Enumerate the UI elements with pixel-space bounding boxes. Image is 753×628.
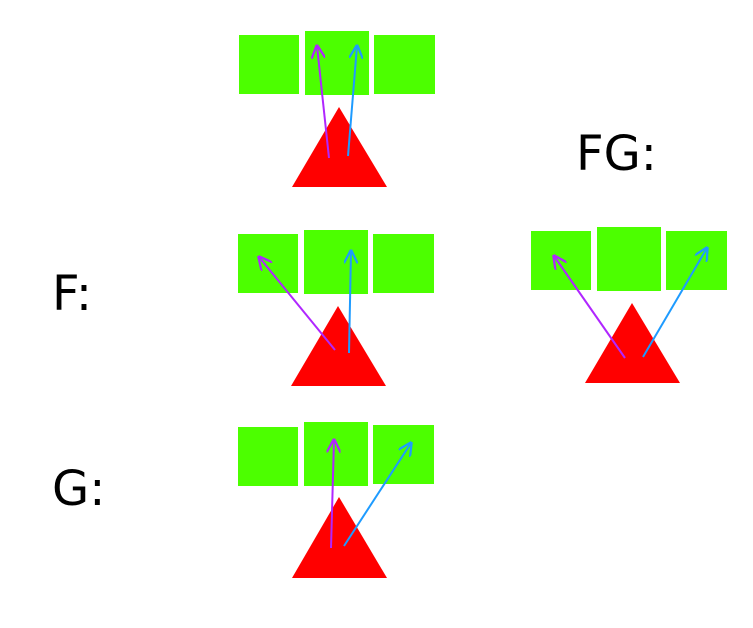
square-center	[597, 227, 661, 291]
triangle	[291, 306, 386, 386]
label-g: G:	[52, 461, 105, 517]
panel-fg	[531, 227, 727, 383]
triangle	[292, 497, 387, 578]
triangle	[292, 107, 387, 187]
square-left	[238, 427, 298, 486]
arrow-blue	[349, 251, 351, 354]
square-center	[304, 422, 368, 486]
square-left	[531, 231, 591, 290]
triangle	[585, 303, 680, 383]
arrow-blue	[347, 46, 357, 157]
arrow-blue	[343, 443, 411, 547]
arrow-blue	[642, 248, 707, 358]
square-left	[238, 234, 298, 293]
square-right	[374, 35, 435, 94]
panel-top	[239, 31, 435, 187]
arrow-purple	[317, 46, 330, 159]
arrow-purple	[554, 256, 626, 359]
arrow-purple	[259, 257, 336, 351]
square-center	[305, 31, 369, 95]
square-right	[666, 231, 727, 290]
square-center	[304, 230, 368, 294]
label-fg: FG:	[576, 126, 657, 182]
arrow-purple	[331, 440, 334, 549]
panel-g	[238, 422, 434, 578]
panel-f	[238, 230, 434, 386]
label-f: F:	[52, 266, 92, 322]
square-right	[373, 234, 434, 293]
square-left	[239, 35, 299, 94]
